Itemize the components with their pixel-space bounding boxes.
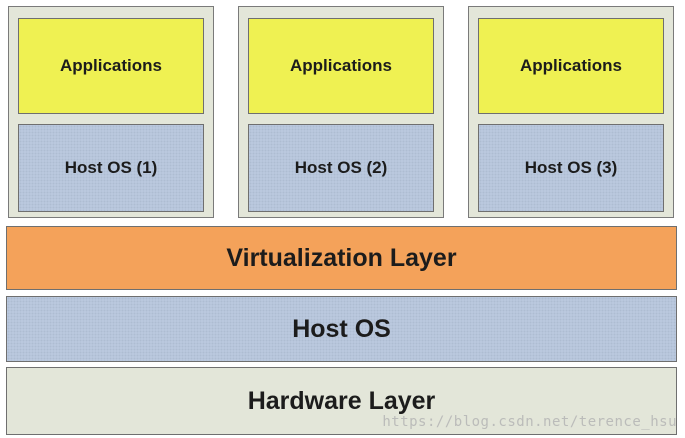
guest-os-box-2: Host OS (2) (248, 124, 434, 212)
hardware-layer: Hardware Layer (6, 367, 677, 435)
vm-container-3: Applications Host OS (3) (468, 6, 674, 218)
guest-os-box-3: Host OS (3) (478, 124, 664, 212)
vm-container-2: Applications Host OS (2) (238, 6, 444, 218)
watermark-text: https://blog.csdn.net/terence_hsu (382, 414, 677, 430)
applications-box-2: Applications (248, 18, 434, 114)
virtualization-layer: Virtualization Layer (6, 226, 677, 290)
applications-box-1: Applications (18, 18, 204, 114)
host-os-layer: Host OS (6, 296, 677, 362)
applications-box-3: Applications (478, 18, 664, 114)
guest-os-box-1: Host OS (1) (18, 124, 204, 212)
vm-container-1: Applications Host OS (1) (8, 6, 214, 218)
